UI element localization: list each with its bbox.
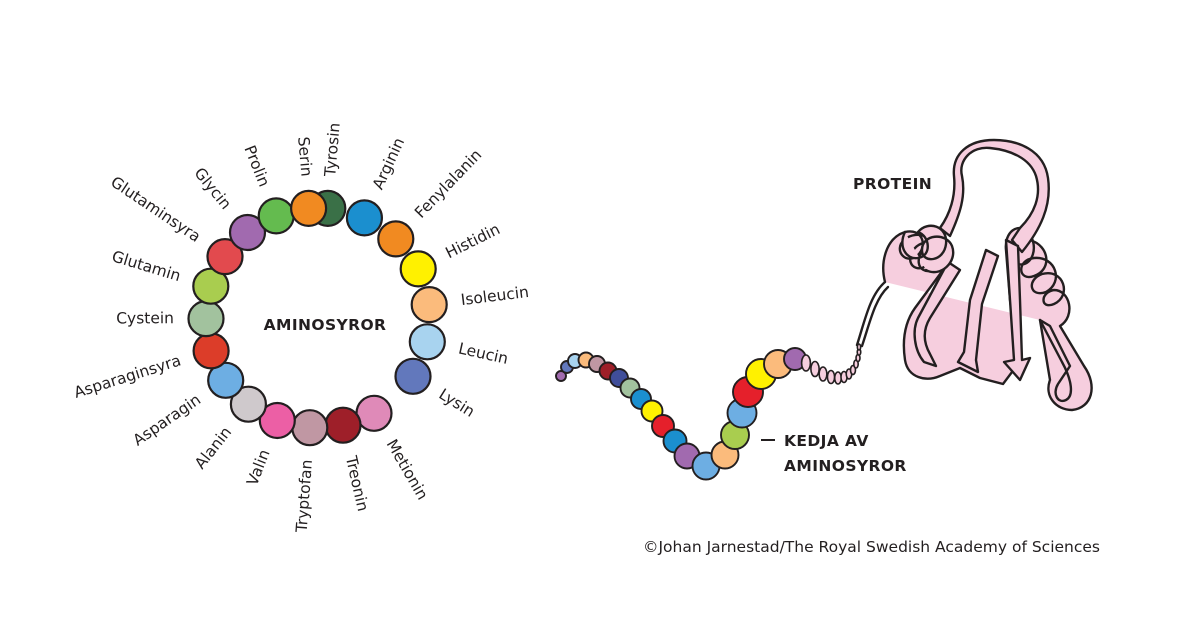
label-cystein: Cystein <box>116 309 174 327</box>
chain-coil <box>800 343 862 385</box>
bead-cystein <box>187 300 225 338</box>
coil-segment <box>818 366 828 382</box>
bead-alanin <box>229 385 267 423</box>
label-isoleucin: Isoleucin <box>460 283 530 309</box>
ring-title: AMINOSYROR <box>264 316 387 334</box>
bead-treonin <box>324 406 362 444</box>
protein-helix-right <box>1038 318 1073 403</box>
protein-top-loop <box>938 138 1050 254</box>
protein-beta-strand-2 <box>956 248 1000 374</box>
amino-acid-chain <box>555 347 807 481</box>
label-asparaginsyra: Asparaginsyra <box>72 351 183 401</box>
coil-segment <box>810 360 820 378</box>
bead-glutamin <box>192 267 230 305</box>
bead-serin <box>290 189 328 227</box>
chain-label-line2: AMINOSYROR <box>784 457 907 475</box>
bead-asparaginsyra <box>192 332 230 370</box>
label-glutaminsyra: Glutaminsyra <box>107 173 203 246</box>
label-serin: Serin <box>294 136 315 177</box>
label-glycin: Glycin <box>190 164 234 213</box>
bead-fenylalanin <box>377 220 415 258</box>
protein-thread-2 <box>860 285 890 348</box>
label-arginin: Arginin <box>369 135 408 192</box>
label-asparagin: Asparagin <box>130 391 204 450</box>
coil-segment <box>800 354 812 372</box>
image-credit: ©Johan Jarnestad/The Royal Swedish Acade… <box>643 538 1100 556</box>
label-prolin: Prolin <box>240 143 273 190</box>
chain-bead <box>555 370 567 382</box>
label-metionin: Metionin <box>383 436 432 503</box>
bead-histidin <box>399 250 437 288</box>
protein-helix-left <box>901 224 955 274</box>
bead-prolin <box>257 197 295 235</box>
bead-glycin <box>228 213 267 252</box>
protein-thread <box>855 280 887 347</box>
label-alanin: Alanin <box>191 423 235 472</box>
chain-label-line1: KEDJA AV <box>784 432 869 450</box>
label-lysin: Lysin <box>436 385 478 421</box>
protein-beta-strand-3 <box>1002 238 1032 382</box>
bead-arginin <box>345 199 383 237</box>
bead-metionin <box>355 394 393 432</box>
bead-glutaminsyra <box>206 238 244 276</box>
bead-lysin <box>394 357 432 395</box>
bead-asparagin <box>207 361 245 399</box>
bead-valin <box>258 401 296 440</box>
coil-segment <box>856 343 862 351</box>
bead-isoleucin <box>410 286 448 324</box>
label-tryptofan: Tryptofan <box>293 459 316 534</box>
bead-tryptofan <box>291 409 329 447</box>
protein-beta-strand-1 <box>913 260 962 368</box>
label-glutamin: Glutamin <box>110 247 183 285</box>
coil-segment <box>826 369 836 385</box>
label-histidin: Histidin <box>443 220 503 262</box>
label-fenylalanin: Fenylalanin <box>411 146 485 222</box>
protein-structure <box>855 138 1093 412</box>
label-treonin: Treonin <box>342 453 372 513</box>
bead-leucin <box>408 323 446 361</box>
label-leucin: Leucin <box>457 339 510 367</box>
label-valin: Valin <box>243 447 273 488</box>
label-tyrosin: Tyrosin <box>321 122 344 178</box>
protein-label: PROTEIN <box>853 175 932 193</box>
